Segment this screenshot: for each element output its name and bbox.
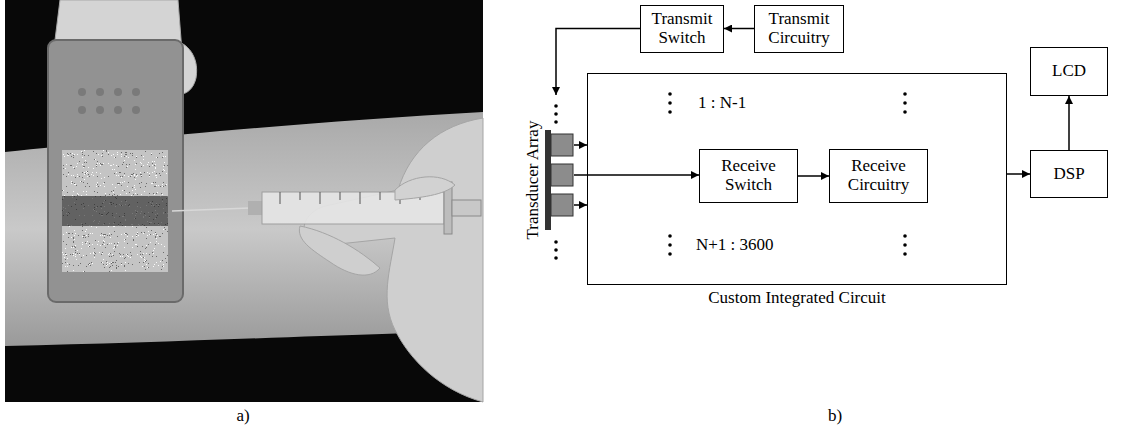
- signal-arrow: [574, 174, 699, 176]
- transducer-array: Transducer Array: [522, 95, 574, 270]
- node-text: Transmit Circuitry: [760, 10, 838, 47]
- panel-label: b): [828, 407, 842, 426]
- signal-arrow: [574, 144, 587, 146]
- signal-arrow: [1068, 96, 1070, 150]
- signal-arrow: [574, 204, 587, 206]
- node-text: DSP: [1053, 165, 1084, 184]
- speckle-screen: [62, 150, 168, 272]
- node-text: Transmit Switch: [646, 10, 718, 47]
- signal-arrow: [724, 28, 754, 30]
- transducer-array-symbol: [545, 130, 573, 230]
- node-text: LCD: [1052, 62, 1086, 81]
- thumb: [395, 177, 455, 200]
- block-box: DSP: [1030, 150, 1108, 198]
- signal-arrow: [556, 29, 640, 96]
- signal-arrow: [798, 175, 829, 177]
- channel-range-label: N+1 : 3600: [696, 236, 774, 255]
- block-box: Transmit Circuitry: [754, 5, 844, 53]
- node-text: Receive Switch: [705, 157, 792, 194]
- block-box: Receive Circuitry: [829, 149, 928, 203]
- integrated-circuit-box: Custom Integrated CircuitReceive SwitchR…: [587, 73, 1007, 285]
- channel-range-label: 1 : N-1: [698, 94, 746, 113]
- ultrasound-device: [48, 40, 183, 302]
- signal-arrow: [1007, 173, 1030, 175]
- block-box: Transmit Switch: [640, 5, 724, 53]
- photo-background: [5, 0, 483, 402]
- node-text: Transducer Array: [523, 121, 543, 240]
- node-text: Receive Circuitry: [835, 157, 922, 194]
- block-box: Receive Switch: [699, 149, 798, 203]
- right-hand: [299, 118, 483, 402]
- panel-label: a): [237, 407, 250, 426]
- block-box: LCD: [1030, 47, 1108, 96]
- node-text: Custom Integrated Circuit: [708, 288, 886, 308]
